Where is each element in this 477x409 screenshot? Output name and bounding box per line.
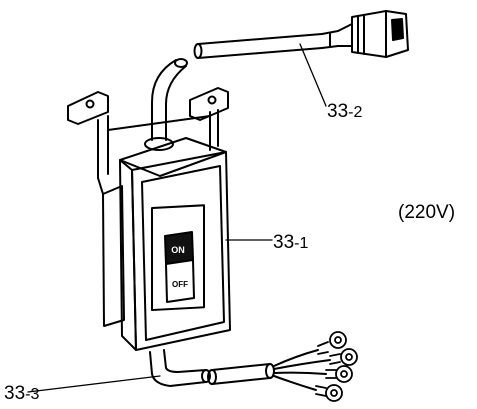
off-label: OFF (172, 280, 188, 289)
callout-33-3-number: 33 (4, 383, 26, 404)
leader-lines (27, 43, 327, 393)
on-rocker: ON (164, 231, 194, 265)
voltage-label: (220V) (398, 202, 456, 223)
callout-33-2-number: 33 (327, 101, 349, 122)
leader-33-2 (299, 43, 327, 107)
leader-33-3 (27, 375, 161, 393)
callout-33-2-suffix: -2 (348, 104, 363, 121)
power-cord-33-2 (193, 10, 409, 59)
callout-33-1-suffix: -1 (294, 235, 309, 252)
top-cable (144, 58, 188, 151)
off-rocker: OFF (165, 259, 195, 303)
callout-33-3: 33-3 (4, 384, 39, 403)
on-label: ON (171, 245, 185, 255)
callout-33-2: 33-2 (327, 102, 362, 121)
mounting-bracket (67, 87, 229, 179)
callout-33-1-number: 33 (273, 232, 295, 253)
callout-33-3-suffix: -3 (25, 386, 40, 403)
callout-33-1: 33-1 (273, 233, 308, 252)
output-cable-33-3 (149, 331, 358, 402)
switch-box-33-1: ON OFF (97, 137, 231, 351)
